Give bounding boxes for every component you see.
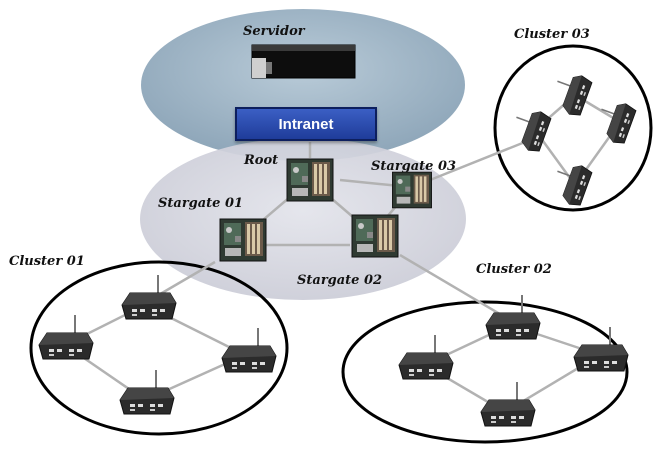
root-board-icon [286,158,334,202]
cluster-03-label: Cluster 03 [514,27,590,42]
sensor-mote-icon [547,157,594,209]
sensor-mote-icon [547,67,594,119]
intranet-box: Intranet [235,107,377,141]
stargate-02-board-icon [351,214,399,258]
sensor-mote-icon [573,326,629,372]
root-label: Root [244,153,279,168]
cluster-01-label: Cluster 01 [9,254,85,269]
sensor-mote-icon [38,314,94,360]
sensor-mote-icon [480,381,536,427]
sensor-mote-icon [221,327,277,373]
stargate-03-label: Stargate 03 [371,159,457,174]
sensor-mote-icon [119,369,175,415]
cluster-01-outline [29,260,289,436]
stargate-01-label: Stargate 01 [158,196,244,211]
cluster-02-label: Cluster 02 [476,262,552,277]
servidor-label: Servidor [243,24,305,39]
sensor-mote-icon [121,274,177,320]
stargate-02-label: Stargate 02 [297,273,383,288]
server-zone [141,9,465,161]
cluster-02-outline [341,300,629,444]
stargate-03-board-icon [392,171,432,209]
stargate-01-board-icon [219,218,267,262]
server-icon [251,44,356,79]
sensor-mote-icon [398,334,454,380]
cluster-03-outline [493,44,653,212]
sensor-mote-icon [591,95,638,147]
